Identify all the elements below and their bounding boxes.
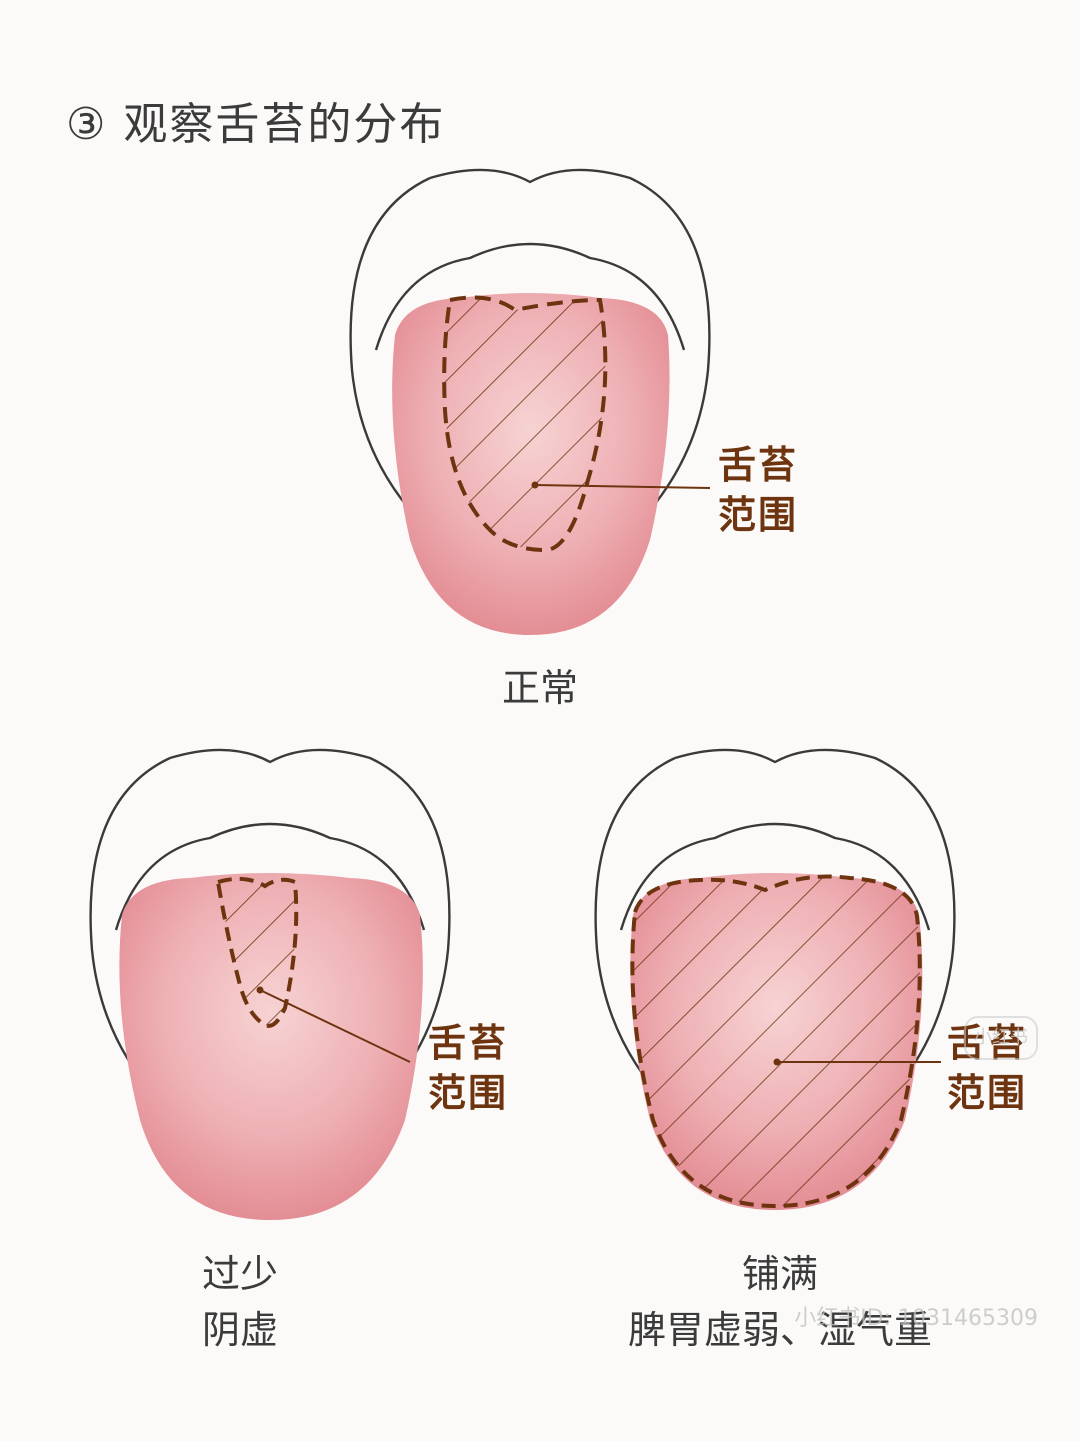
page-title: ③ 观察舌苔的分布 xyxy=(66,99,446,150)
coating-label-line1: 舌苔 xyxy=(718,443,799,487)
tongue-full-illustration xyxy=(594,748,956,1210)
coating-range-label: 舌苔 范围 xyxy=(947,1018,1027,1118)
tongue-normal-illustration xyxy=(349,168,711,635)
caption-full: 铺满 脾胃虚弱、湿气重 xyxy=(590,1246,970,1358)
coating-range-label: 舌苔 范围 xyxy=(718,440,798,540)
coating-range-label: 舌苔 范围 xyxy=(428,1018,508,1118)
coating-label-line1: 舌苔 xyxy=(947,1021,1028,1065)
caption-full-line1: 铺满 xyxy=(741,1252,818,1296)
caption-too-little-line1: 过少 xyxy=(201,1252,278,1296)
coating-label-line2: 范围 xyxy=(428,1071,509,1115)
caption-too-little: 过少 阴虚 xyxy=(180,1246,300,1358)
coating-label-line2: 范围 xyxy=(718,493,799,537)
caption-normal: 正常 xyxy=(501,666,578,710)
coating-label-line1: 舌苔 xyxy=(428,1021,509,1065)
tongue-too-little-illustration xyxy=(89,748,451,1220)
caption-full-line2: 脾胃虚弱、湿气重 xyxy=(627,1308,932,1352)
panel-normal: 舌苔 范围 xyxy=(330,160,796,660)
coating-label-line2: 范围 xyxy=(947,1071,1028,1115)
caption-too-little-line2: 阴虚 xyxy=(201,1308,278,1352)
panel-full: 舌苔 范围 xyxy=(575,740,1050,1240)
panel-too-little: 舌苔 范围 xyxy=(70,740,510,1240)
watermark-id: 小红书ID: 1031465309 xyxy=(794,1306,1038,1331)
watermark-logo: 小红书 xyxy=(964,1016,1038,1060)
